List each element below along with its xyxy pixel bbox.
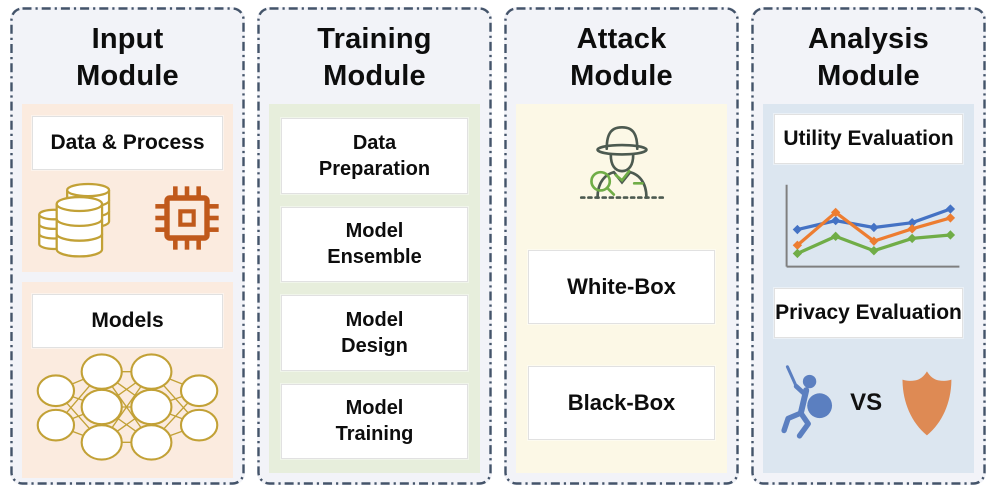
- privacy-evaluation-label: Privacy Evaluation: [774, 288, 963, 339]
- line-chart-icon: [785, 184, 960, 268]
- green-series-marker: [830, 231, 841, 242]
- database-icon: [37, 182, 110, 258]
- orange-series-marker: [907, 224, 917, 234]
- neural-network-icon: [36, 353, 219, 461]
- training-step-model-design: Model Design: [281, 295, 468, 371]
- chip-icon: [154, 186, 219, 250]
- green-series-marker: [907, 233, 917, 244]
- blue-series-marker: [869, 222, 879, 233]
- data-process-icons: [32, 170, 223, 260]
- vs-label: VS: [850, 388, 883, 416]
- green-series-marker: [945, 230, 956, 240]
- data-process-label: Data & Process: [32, 116, 223, 171]
- analysis-module-title: Analysis Module: [808, 23, 929, 92]
- data-process-panel: Data & Process: [22, 104, 233, 273]
- models-panel: Models: [22, 282, 233, 479]
- attack-type-white-box: White-Box: [528, 250, 715, 325]
- chart-series: [792, 204, 956, 259]
- training-step-model-training: Model Training: [281, 383, 468, 459]
- training-step-model-ensemble: Model Ensemble: [281, 206, 468, 283]
- input-module-title: Input Module: [76, 23, 179, 92]
- input-module-column: Input Module Data & Process: [10, 7, 245, 485]
- attack-module-title: Attack Module: [570, 23, 673, 92]
- training-step-data-preparation: Data Preparation: [281, 118, 468, 194]
- training-steps-panel: Data Preparation Model Ensemble Model De…: [269, 104, 480, 473]
- training-module-column: Training Module Data Preparation Model E…: [257, 7, 492, 485]
- blue-series-marker: [945, 204, 956, 214]
- blue-series-marker: [792, 224, 803, 235]
- spy-icon: [579, 126, 664, 199]
- attack-types-panel: White-Box Black-Box: [516, 104, 727, 473]
- attack-module-column: Attack Module: [504, 7, 739, 485]
- utility-evaluation-label: Utility Evaluation: [774, 114, 963, 165]
- green-series-marker: [869, 246, 879, 256]
- training-module-title: Training Module: [317, 23, 432, 92]
- orange-series-marker: [945, 213, 956, 223]
- attacker-icon: [781, 364, 833, 439]
- analysis-panel: Utility Evaluation Privacy Evaluation: [763, 104, 974, 473]
- attack-type-black-box: Black-Box: [528, 366, 715, 441]
- shield-icon: [902, 370, 952, 435]
- attacker-vs-defender: VS: [774, 338, 963, 463]
- models-label: Models: [32, 294, 223, 349]
- green-series-marker: [792, 248, 803, 259]
- analysis-module-column: Analysis Module Utility Evaluation Priva…: [751, 7, 986, 485]
